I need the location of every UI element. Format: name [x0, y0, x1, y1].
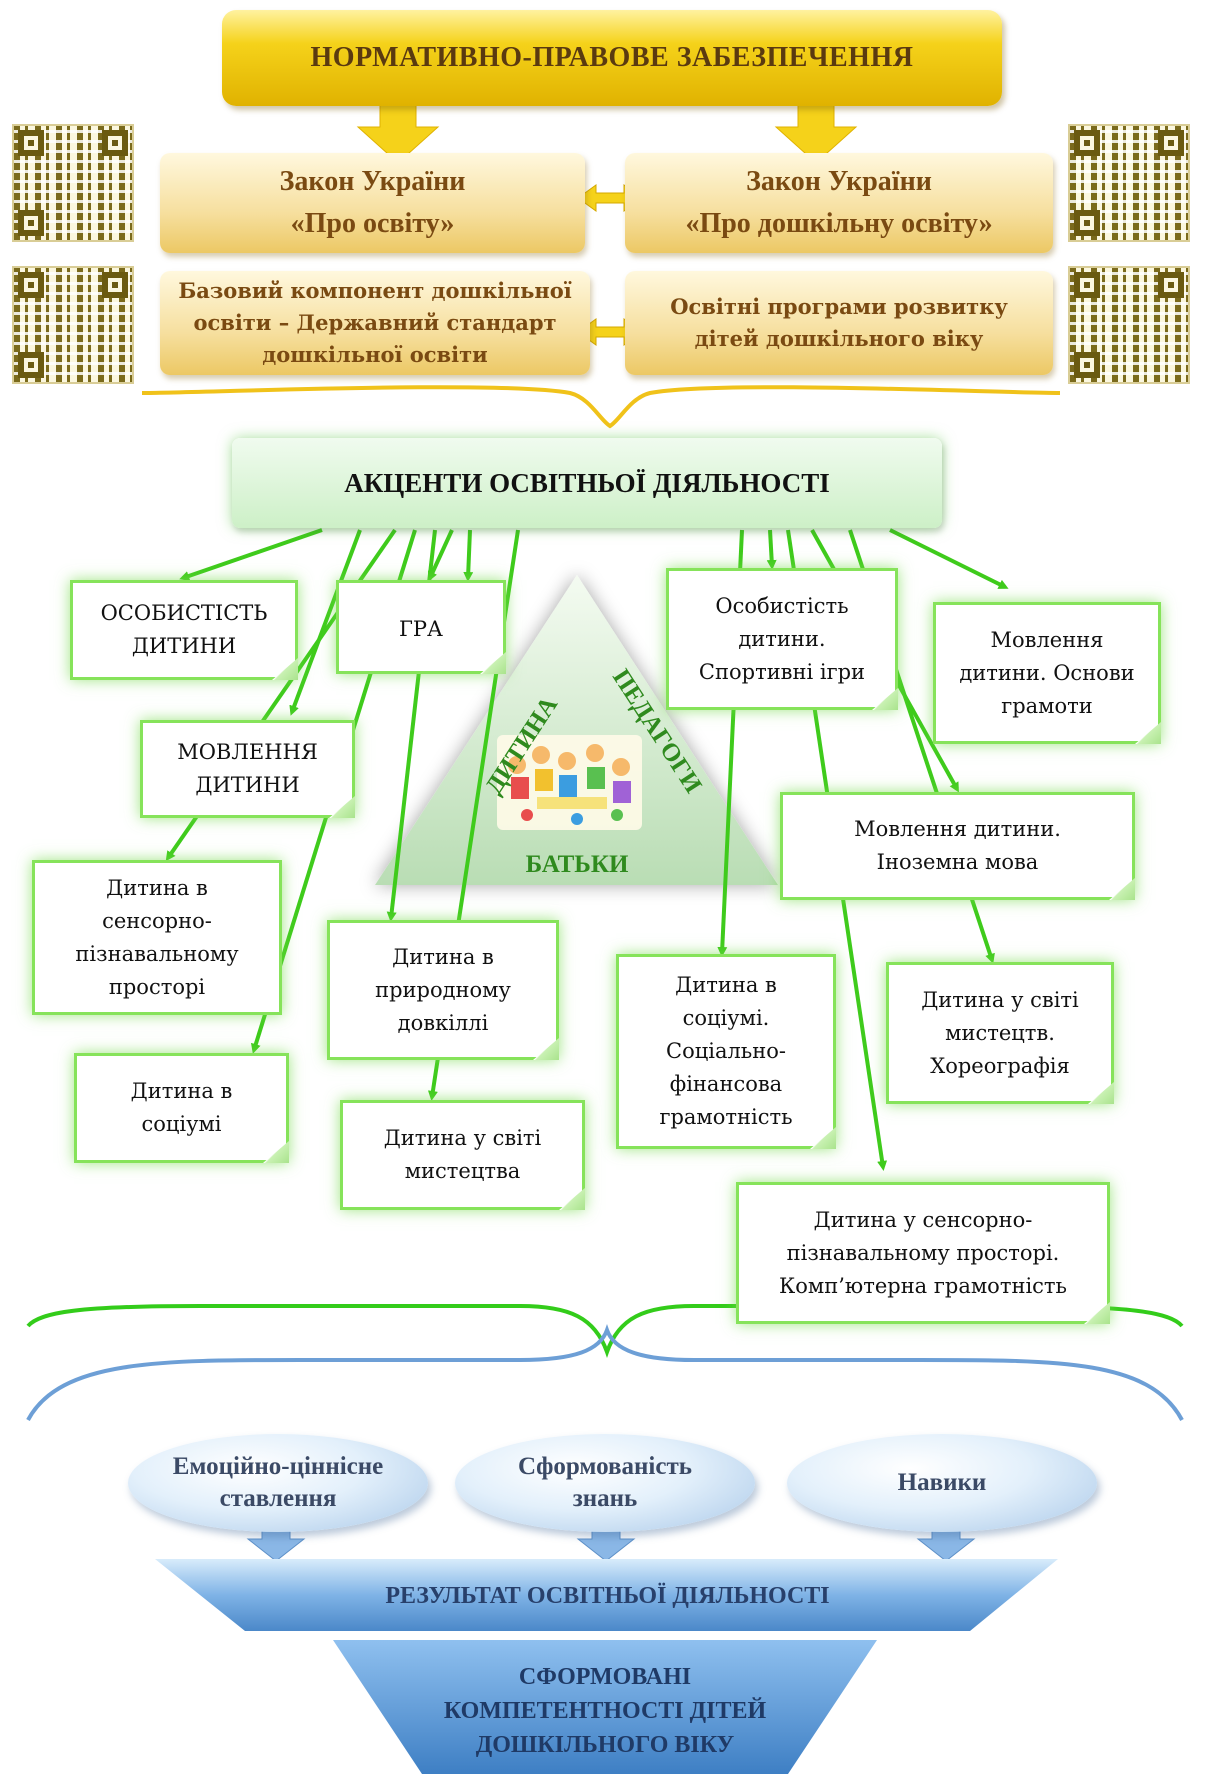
law-education-box: Закон України «Про освіту»	[160, 153, 585, 253]
programs-line2: дітей дошкільного віку	[694, 326, 984, 351]
result-line: знань	[572, 1485, 638, 1512]
note-line: мистецтв.	[945, 1020, 1055, 1045]
note-society: Дитина в соціумі	[74, 1053, 289, 1163]
programs-box: Освітні програми розвитку дітей дошкільн…	[625, 271, 1053, 375]
result-line: Сформованість	[518, 1453, 692, 1480]
gold-brace	[141, 385, 1061, 429]
note-game: ГРА	[336, 580, 506, 674]
competencies-text: СФОРМОВАНІ КОМПЕТЕНТНОСТІ ДІТЕЙ ДОШКІЛЬН…	[400, 1648, 810, 1774]
note-computer: Дитина у сенсорно-пізнавальному просторі…	[736, 1182, 1110, 1324]
note-speech: МОВЛЕННЯ ДИТИНИ	[140, 720, 355, 818]
note-line: природному	[375, 977, 511, 1002]
note-line: пізнавальному просторі.	[786, 1240, 1060, 1265]
gold-arrow-left	[356, 104, 440, 164]
note-line: Дитина у світі	[383, 1126, 542, 1150]
law-education-line2: «Про освіту»	[290, 208, 455, 239]
result-band	[155, 1559, 1058, 1631]
law-preschool-line2: «Про дошкільну освіту»	[685, 208, 993, 239]
note-personality: ОСОБИСТІСТЬ ДИТИНИ	[70, 580, 298, 680]
note-line: Дитина у сенсорно-	[813, 1207, 1033, 1232]
note-sensory: Дитина в сенсорно-пізнавальному просторі	[32, 860, 282, 1015]
basic-component-line1: Базовий компонент дошкільної	[178, 278, 572, 303]
basic-component-box: Базовий компонент дошкільної освіти – Де…	[160, 271, 590, 375]
note-line: Дитина в	[106, 875, 208, 900]
result-line: ставлення	[219, 1485, 337, 1512]
qr-code-bottom-left-icon[interactable]	[12, 266, 134, 384]
result-emotional: Емоційно-ціннісне ставлення	[128, 1434, 428, 1532]
note-line: соціумі	[141, 1112, 222, 1136]
qr-code-top-right-icon[interactable]	[1068, 124, 1190, 242]
note-line: ГРА	[399, 617, 443, 641]
green-brace	[26, 1304, 1184, 1359]
accents-title: АКЦЕНТИ ОСВІТНЬОЇ ДІЯЛЬНОСТІ	[344, 467, 830, 498]
note-line: грамоти	[1001, 693, 1093, 718]
note-line: Дитина в	[130, 1079, 233, 1103]
note-line: Іноземна мова	[876, 850, 1039, 874]
note-line: ОСОБИСТІСТЬ	[100, 601, 268, 625]
note-line: Дитина у світі	[921, 987, 1079, 1012]
note-line: Спортивні ігри	[698, 659, 866, 684]
qr-code-bottom-right-icon[interactable]	[1068, 266, 1190, 384]
note-line: довкіллі	[397, 1010, 489, 1035]
note-line: Особистість	[715, 593, 849, 618]
competency-line: ДОШКІЛЬНОГО ВІКУ	[475, 1732, 735, 1758]
note-line: Комп’ютерна грамотність	[779, 1273, 1067, 1298]
law-preschool-box: Закон України «Про дошкільну освіту»	[625, 153, 1053, 253]
programs-line1: Освітні програми розвитку	[670, 294, 1008, 319]
result-line: Емоційно-ціннісне	[172, 1453, 384, 1480]
blue-arc	[26, 1323, 1184, 1421]
note-art: Дитина у світі мистецтва	[340, 1100, 585, 1210]
result-title-text: РЕЗУЛЬТАТ ОСВІТНЬОЇ ДІЯЛЬНОСТІ	[385, 1582, 830, 1609]
result-title: РЕЗУЛЬТАТ ОСВІТНЬОЇ ДІЯЛЬНОСТІ	[245, 1562, 970, 1630]
basic-component-line2: освіти – Державний стандарт	[193, 310, 557, 335]
note-line: ДИТИНИ	[131, 634, 237, 658]
result-knowledge: Сформованість знань	[455, 1434, 755, 1532]
note-line: грамотність	[659, 1105, 793, 1129]
note-line: соціумі.	[682, 1006, 770, 1030]
competency-line: КОМПЕТЕНТНОСТІ ДІТЕЙ	[443, 1698, 767, 1724]
regulatory-header: НОРМАТИВНО-ПРАВОВЕ ЗАБЕЗПЕЧЕННЯ	[222, 10, 1002, 106]
competency-funnel	[333, 1640, 877, 1774]
note-nature: Дитина в природному довкіллі	[327, 920, 559, 1060]
result-skills: Навики	[787, 1434, 1097, 1532]
note-line: Дитина в	[392, 944, 494, 969]
accents-header: АКЦЕНТИ ОСВІТНЬОЇ ДІЯЛЬНОСТІ	[232, 438, 942, 528]
note-line: Соціально-	[666, 1039, 786, 1063]
competency-line: СФОРМОВАНІ	[518, 1664, 692, 1690]
note-line: Мовлення дитини.	[854, 817, 1061, 841]
note-line: Хореографія	[930, 1053, 1070, 1078]
triangle-label-parents: БАТЬКИ	[526, 851, 629, 878]
qr-code-top-left-icon[interactable]	[12, 124, 134, 242]
note-line: дитини.	[738, 626, 826, 651]
note-line: ДИТИНИ	[195, 773, 300, 797]
law-education-line1: Закон України	[279, 166, 466, 197]
note-sport: Особистість дитини. Спортивні ігри	[666, 568, 898, 710]
regulatory-title: НОРМАТИВНО-ПРАВОВЕ ЗАБЕЗПЕЧЕННЯ	[310, 42, 914, 73]
note-line: сенсорно-	[102, 908, 212, 933]
note-line: дитини. Основи	[959, 660, 1135, 685]
note-line: Мовлення	[990, 627, 1104, 652]
note-line: просторі	[108, 974, 206, 999]
note-line: мистецтва	[404, 1159, 521, 1183]
result-line: Навики	[897, 1469, 987, 1496]
note-foreign: Мовлення дитини. Іноземна мова	[780, 792, 1135, 900]
basic-component-line3: дошкільної освіти	[262, 342, 488, 367]
note-line: фінансова	[669, 1072, 783, 1096]
note-line: пізнавальному	[75, 941, 239, 966]
note-line: Дитина в	[675, 973, 777, 997]
gold-arrow-right	[774, 104, 858, 164]
note-finance: Дитина в соціумі. Соціально-фінансова грамо…	[616, 954, 836, 1149]
note-choreo: Дитина у світі мистецтв. Хореографія	[886, 962, 1114, 1104]
law-preschool-line1: Закон України	[746, 166, 932, 197]
note-literacy: Мовлення дитини. Основи грамоти	[933, 602, 1161, 744]
note-line: МОВЛЕННЯ	[177, 740, 318, 764]
